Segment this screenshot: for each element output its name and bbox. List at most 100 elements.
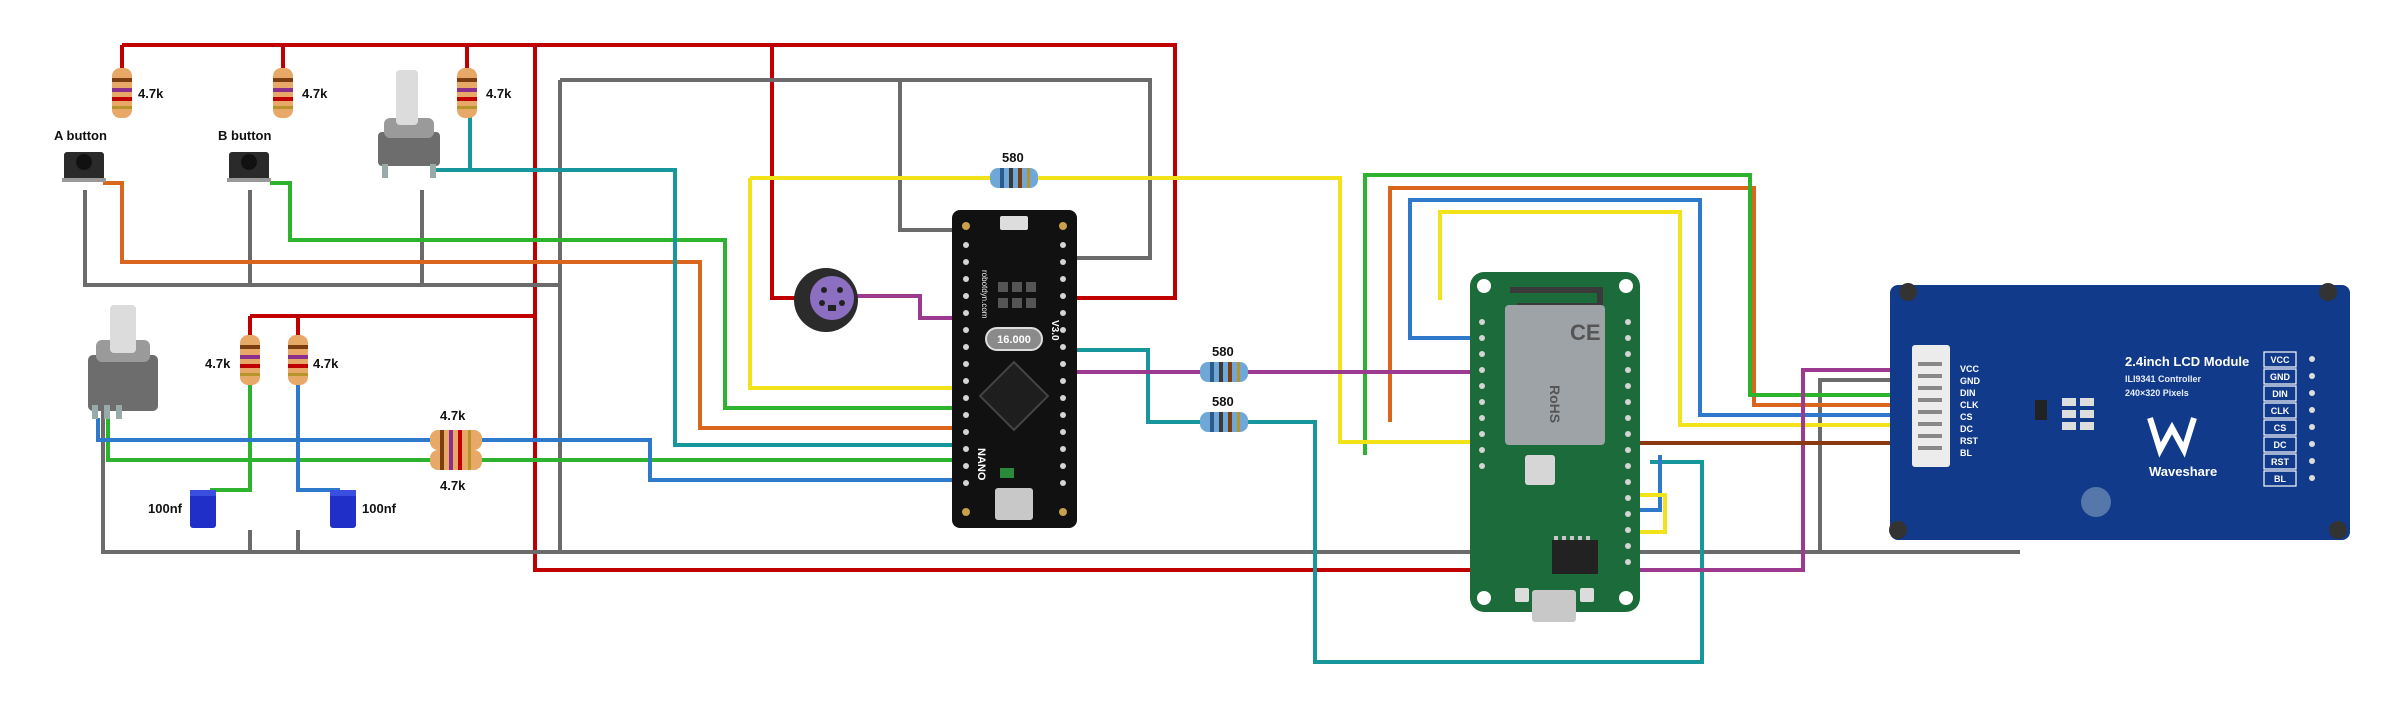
rotary-encoder-2 (88, 305, 158, 419)
wire-red-top-rail (122, 43, 1177, 300)
lcd-pin-cs: CS (1960, 412, 1973, 422)
label-r7: 4.7k (440, 478, 466, 493)
lcd-right-pin-labels: VCC GND DIN CLK CS DC RST BL (2263, 351, 2315, 487)
nano-brand-label: robotdyn.com (980, 270, 989, 319)
lcd-rpin-rst: RST (2271, 457, 2290, 467)
esp-ce-mark: CE (1570, 320, 1601, 345)
wire-purple-lcd (1640, 368, 1890, 572)
esp-usb-port (1532, 590, 1576, 622)
capacitor-c1 (190, 490, 216, 528)
lcd-rpin-gnd: GND (2270, 372, 2291, 382)
wire-orange-lcd (1388, 186, 1890, 422)
esp-board: CE RoHS (1470, 272, 1640, 622)
waveshare-brand: Waveshare (2149, 464, 2217, 479)
lcd-qr-mark (2081, 487, 2111, 517)
resistor-580-top (990, 168, 1038, 188)
wire-green-pot2 (106, 415, 980, 462)
nano-icsp-header (998, 282, 1036, 308)
label-r1: 4.7k (138, 86, 164, 101)
lcd-left-pin-labels: VCC GND DIN CLK CS DC RST BL (1960, 364, 1981, 458)
lcd-resolution: 240×320 Pixels (2125, 388, 2189, 398)
nano-mcu-chip (978, 360, 1050, 432)
wire-gray-top (560, 78, 1152, 260)
resistors-vertical (112, 68, 477, 385)
capacitor-c2 (330, 490, 356, 528)
lcd-title: 2.4inch LCD Module (2125, 354, 2249, 369)
lcd-pin-gnd: GND (1960, 376, 1981, 386)
label-580-mid: 580 (1212, 344, 1234, 359)
resistor-r2 (273, 68, 293, 118)
nano-pin-headers (963, 242, 1066, 486)
nano-chip-label: V3.0 (1049, 320, 1060, 341)
lcd-rpin-cs: CS (2274, 423, 2287, 433)
wire-yellow-left (748, 178, 960, 390)
rotary-encoder-1 (378, 70, 440, 178)
label-c2: 100nf (362, 501, 397, 516)
label-r6: 4.7k (440, 408, 466, 423)
resistor-r4 (240, 335, 260, 385)
wire-teal-lower (1063, 348, 1704, 664)
wire-blue-pot2 (96, 418, 980, 482)
lcd-pin-bl: BL (1960, 448, 1972, 458)
lcd-rpin-din: DIN (2272, 389, 2288, 399)
nano-crystal-label: 16.000 (997, 334, 1031, 346)
lcd-pin-rst: RST (1960, 436, 1979, 446)
nano-reset-button (1000, 216, 1028, 230)
nano-usb-port (995, 488, 1033, 520)
resistor-r1 (112, 68, 132, 118)
esp-rohs-mark: RoHS (1547, 385, 1563, 423)
lcd-pin-din: DIN (1960, 388, 1976, 398)
resistor-580-low (1200, 412, 1248, 432)
resistor-r6 (430, 430, 482, 450)
label-r3: 4.7k (486, 86, 512, 101)
resistor-580-mid (1200, 362, 1248, 382)
ps2-connector (794, 268, 858, 332)
esp-pin-headers (1479, 319, 1631, 565)
wire-yellow-loop (750, 176, 1480, 444)
wire-green-lcd (1363, 173, 1890, 455)
waveshare-logo: Waveshare (2147, 417, 2217, 479)
label-580-low: 580 (1212, 394, 1234, 409)
lcd-pin-vcc: VCC (1960, 364, 1980, 374)
wire-gray-buttons (83, 190, 560, 287)
wires (83, 43, 2020, 664)
label-r2: 4.7k (302, 86, 328, 101)
nano-crystal (985, 327, 1043, 351)
wire-red-midbranch (770, 45, 855, 300)
label-b-button: B button (218, 128, 271, 143)
resistor-r7 (430, 450, 482, 470)
button-a (62, 152, 106, 182)
wire-green-cap (210, 380, 252, 492)
nano-name-label: NANO (975, 448, 987, 481)
wire-yellow-esp (1640, 493, 1667, 534)
resistor-r3 (457, 68, 477, 118)
lcd-pin-dc: DC (1960, 424, 1973, 434)
lcd-controller: ILI9341 Controller (2125, 374, 2202, 384)
lcd-pin-clk: CLK (1960, 400, 1979, 410)
resistors-horizontal (430, 168, 1248, 470)
label-c1: 100nf (148, 501, 183, 516)
wire-gray-lcd (1818, 378, 1890, 552)
button-b (227, 152, 271, 182)
wire-purple-mic (850, 294, 960, 320)
esp-module-shield (1505, 305, 1605, 445)
arduino-nano-board: 16.000 V3.0 robotdyn.com NANO (952, 210, 1077, 528)
wire-yellow-lcd (1438, 210, 1890, 427)
lcd-rpin-clk: CLK (2271, 406, 2290, 416)
wire-blue-cap (296, 380, 340, 492)
label-a-button: A button (54, 128, 107, 143)
wire-green-b (270, 181, 980, 410)
wire-gray-mid (898, 80, 960, 232)
lcd-rpin-bl: BL (2274, 474, 2286, 484)
lcd-rpin-vcc: VCC (2270, 355, 2290, 365)
lcd-rpin-dc: DC (2274, 440, 2287, 450)
label-r5: 4.7k (313, 356, 339, 371)
wire-gray-bottom (101, 405, 2020, 554)
label-580-top: 580 (1002, 150, 1024, 165)
wire-red-left-vertical (533, 45, 1470, 572)
resistor-r5 (288, 335, 308, 385)
label-r4: 4.7k (205, 356, 231, 371)
wire-orange-a (103, 181, 980, 430)
wire-teal-pot1 (435, 168, 980, 447)
